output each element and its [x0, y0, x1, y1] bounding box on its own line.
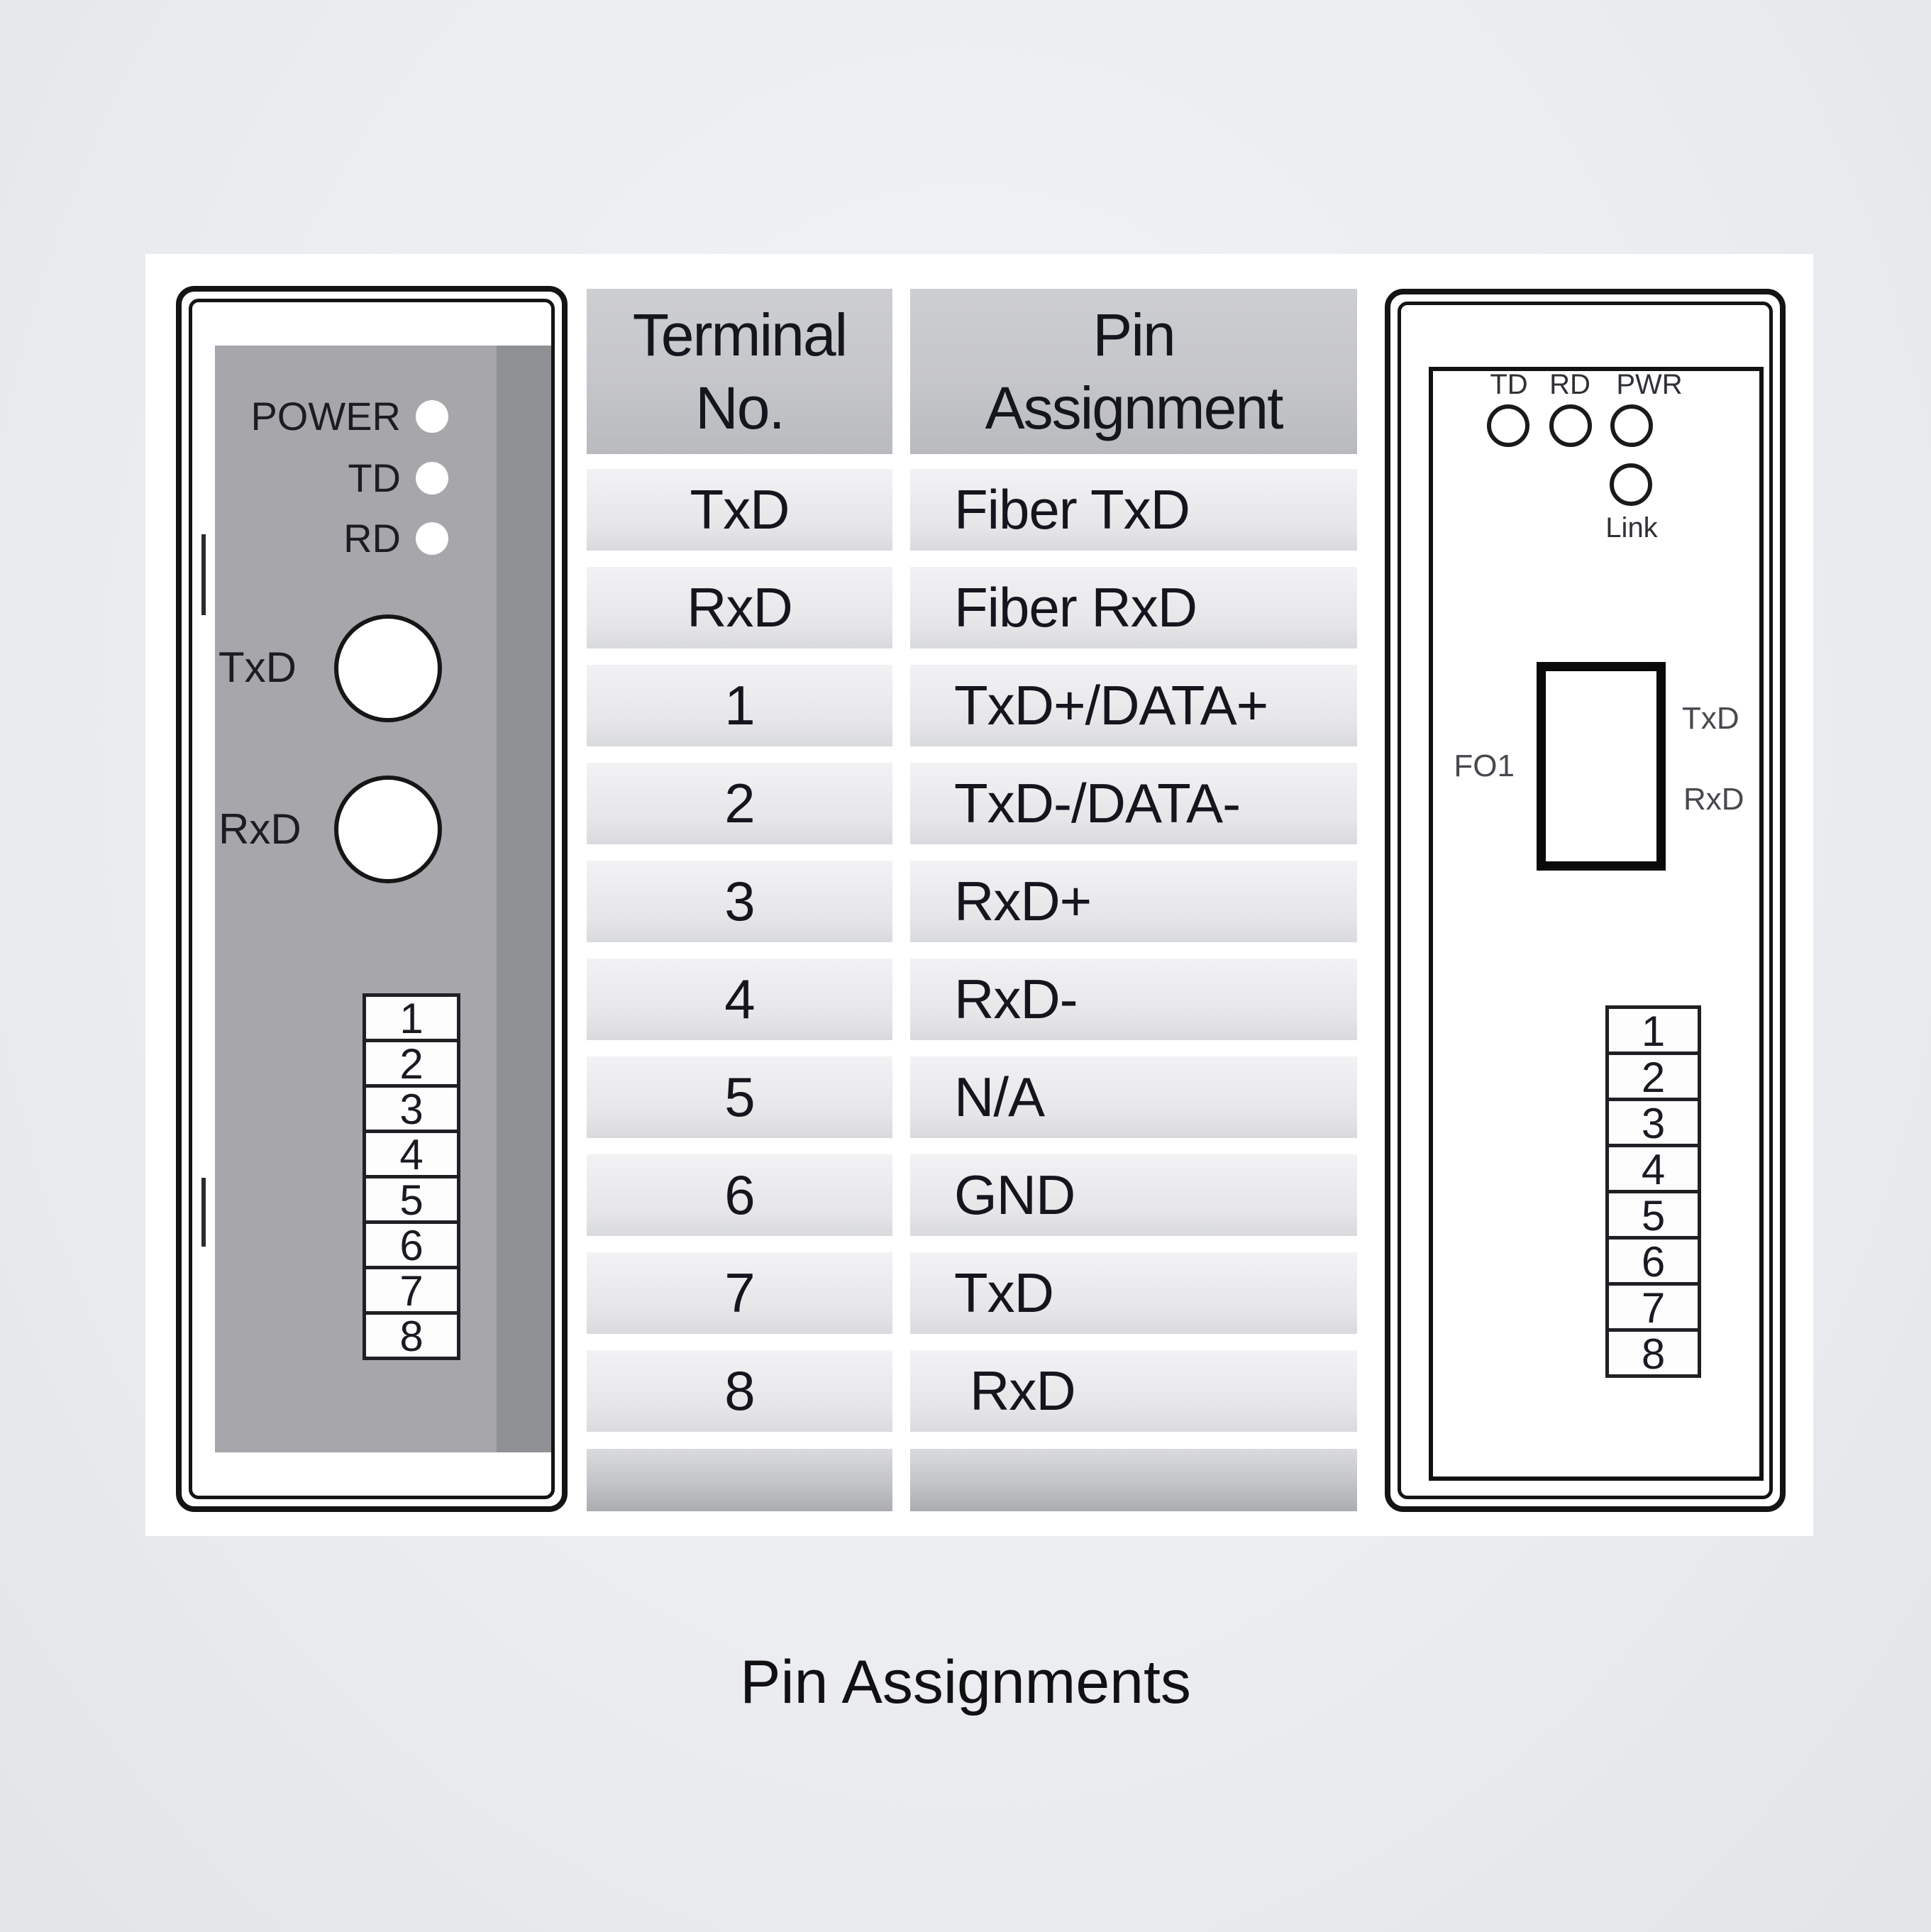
terminal-cell: 8 — [363, 1311, 460, 1360]
terminal-no-cell: 1 — [587, 665, 892, 746]
terminal-no-cell: 5 — [587, 1056, 892, 1138]
terminal-no-cell: 4 — [587, 959, 892, 1040]
terminal-cell: 4 — [1605, 1144, 1701, 1193]
pin-assignment-cell: TxD-/DATA- — [910, 763, 1357, 844]
pin-assignment-cell: RxD- — [910, 959, 1357, 1040]
fo1-rxd-label: RxD — [1683, 782, 1744, 817]
pin-assignment-cell: RxD — [910, 1350, 1357, 1432]
rd-led-icon — [416, 522, 448, 555]
din-rail-tick-top — [201, 534, 206, 615]
txd-port-circle — [334, 614, 442, 722]
header-line: Assignment — [985, 374, 1284, 441]
terminal-cell: 2 — [1605, 1051, 1701, 1101]
terminal-cell: 4 — [363, 1130, 460, 1178]
terminal-no-cell: 6 — [587, 1154, 892, 1236]
pin-assignment-cell: TxD+/DATA+ — [910, 665, 1357, 746]
pin-assignment-cell: GND — [910, 1154, 1357, 1236]
right-terminal-block: 1 2 3 4 5 6 7 8 — [1605, 1005, 1701, 1378]
figure-caption: Pin Assignments — [740, 1648, 1191, 1716]
terminal-cell: 6 — [363, 1220, 460, 1269]
pwr-led-label: PWR — [1616, 369, 1683, 400]
fo1-port-label: FO1 — [1454, 749, 1515, 783]
terminal-cell: 3 — [363, 1084, 460, 1133]
header-line: Pin — [1092, 301, 1175, 368]
terminal-cell: 7 — [363, 1266, 460, 1315]
table-footer-cell — [910, 1449, 1357, 1511]
terminal-cell: 1 — [1605, 1005, 1701, 1055]
terminal-cell: 7 — [1605, 1282, 1701, 1332]
rxd-port-label: RxD — [218, 805, 301, 853]
td-led-label: TD — [1490, 369, 1528, 400]
link-led-icon — [1610, 463, 1652, 506]
rd-led-icon — [1549, 404, 1592, 447]
terminal-no-cell: 3 — [587, 861, 892, 942]
terminal-no-cell: 2 — [587, 763, 892, 844]
pwr-led-icon — [1610, 404, 1653, 447]
left-terminal-block: 1 2 3 4 5 6 7 8 — [363, 993, 460, 1360]
din-rail-tick-bottom — [201, 1178, 206, 1247]
pin-assignment-cell: Fiber TxD — [910, 469, 1357, 551]
right-device-inner-frame — [1398, 302, 1773, 1499]
table-footer-cell — [587, 1449, 892, 1511]
terminal-no-cell: TxD — [587, 469, 892, 551]
power-led-label: POWER — [250, 394, 401, 438]
link-led-label: Link — [1605, 512, 1658, 543]
terminal-cell: 3 — [1605, 1098, 1701, 1147]
table-header-assignment: Pin Assignment — [910, 289, 1357, 454]
td-led-icon — [416, 462, 448, 495]
pin-assignment-cell: TxD — [910, 1252, 1357, 1334]
rxd-port-circle — [334, 775, 442, 883]
table-header-row: Terminal No. Pin Assignment — [0, 289, 1931, 454]
fo1-txd-label: TxD — [1682, 701, 1739, 736]
rd-led-label: RD — [1549, 369, 1590, 400]
txd-port-label: TxD — [218, 644, 297, 691]
td-led-icon — [1487, 404, 1529, 447]
pin-assignment-cell: RxD+ — [910, 861, 1357, 942]
header-line: No. — [695, 374, 785, 441]
left-device-inner-frame — [189, 299, 555, 1499]
left-device-faceplate — [215, 346, 551, 1452]
td-led-label: TD — [348, 456, 401, 500]
pin-assignment-cell: N/A — [910, 1056, 1357, 1138]
pin-assignment-cell: Fiber RxD — [910, 567, 1357, 648]
header-line: Terminal — [632, 301, 848, 368]
power-led-icon — [416, 400, 448, 433]
right-device-faceplate — [1429, 367, 1764, 1481]
fo1-fiber-port — [1537, 662, 1666, 871]
terminal-no-cell: 8 — [587, 1350, 892, 1432]
terminal-cell: 5 — [1605, 1190, 1701, 1240]
terminal-cell: 6 — [1605, 1236, 1701, 1286]
table-header-terminal: Terminal No. — [587, 289, 892, 454]
terminal-cell: 8 — [1605, 1328, 1701, 1378]
terminal-no-cell: RxD — [587, 567, 892, 648]
rd-led-label: RD — [343, 516, 401, 561]
left-device-faceplate-shade — [497, 346, 551, 1452]
terminal-no-cell: 7 — [587, 1252, 892, 1334]
